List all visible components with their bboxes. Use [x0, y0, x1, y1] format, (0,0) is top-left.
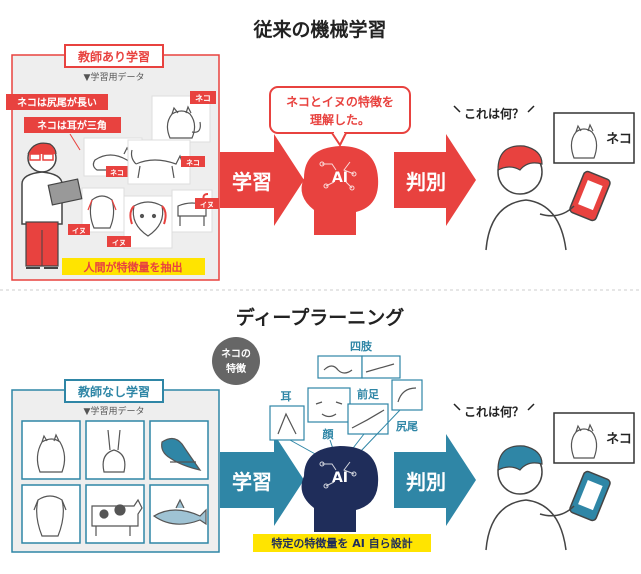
callout-ear-text: ネコは耳が三角 — [37, 119, 107, 132]
human-analyst-icon — [21, 142, 83, 269]
top-data-label: ▼学習用データ — [84, 71, 145, 83]
top-ai-label: AI — [332, 170, 348, 186]
top-learn-arrow: 学習 — [220, 134, 304, 226]
rabbit-grid-icon — [102, 429, 126, 473]
cat-card-icon-bottom — [570, 423, 598, 459]
tag-inu-3: イヌ — [200, 201, 214, 209]
limb-icon — [323, 365, 353, 374]
top-learn-label: 学習 — [232, 170, 272, 194]
top-footer-text: 人間が特徴量を抽出 — [84, 260, 183, 274]
cow-grid-icon — [91, 498, 143, 536]
ear-icon — [277, 412, 297, 435]
top-data-panel: 教師あり学習 ▼学習用データ ネコは尻尾が長い ネコは耳が三角 ネコ ネコ — [6, 44, 220, 281]
tag-inu-2: イヌ — [112, 239, 126, 247]
limb-icon-2 — [365, 363, 395, 373]
top-image-grid: ネコ ネコ ネコ イヌ — [68, 91, 219, 249]
top-question: これは何？ — [464, 106, 524, 121]
dog-grid-icon — [33, 495, 67, 537]
bottom-ai-label: AI — [332, 470, 348, 486]
cat-walking-icon — [130, 149, 184, 179]
top-speech-bubble: ネコとイヌの特徴を 理解した。 — [269, 86, 411, 147]
bottom-answer-text: ネコ — [606, 432, 632, 447]
callout-tail-text: ネコは尻尾が長い — [17, 96, 97, 109]
bottom-judge-label: 判別 — [406, 470, 446, 494]
tag-neko-2: ネコ — [110, 169, 124, 177]
cat-card-icon — [570, 123, 598, 159]
tail-icon — [397, 387, 417, 403]
feature-tiles: 四肢 耳 顔 前足 尻尾 — [269, 339, 423, 461]
bottom-data-label: ▼学習用データ — [84, 405, 145, 417]
feature-limbs-label: 四肢 — [350, 339, 373, 353]
bottom-data-panel: 教師なし学習 ▼学習用データ — [11, 379, 220, 553]
bottom-footer-highlight — [253, 534, 431, 552]
tag-neko-3: ネコ — [186, 159, 200, 167]
cat-grid-icon — [36, 433, 66, 473]
front-leg-icon — [351, 409, 385, 429]
bird-grid-icon — [161, 437, 202, 471]
shark-grid-icon — [152, 498, 207, 526]
top-speech-line1: ネコとイヌの特徴を — [286, 94, 394, 109]
callout-ear — [24, 117, 121, 133]
cat-sitting-icon — [166, 105, 201, 139]
callout-tail — [6, 94, 108, 110]
feature-front-leg-label: 前足 — [357, 387, 380, 401]
bottom-person-tablet-icon — [485, 445, 611, 551]
top-title: 従来の機械学習 — [252, 18, 386, 41]
top-ai-head-icon: AI — [301, 146, 379, 235]
top-panel-label: 教師あり学習 — [77, 49, 150, 64]
top-speech-line2: 理解した。 — [310, 112, 370, 127]
dog-sitting-icon — [87, 195, 117, 229]
cat-face-icon — [315, 401, 343, 418]
feature-ear-label: 耳 — [281, 390, 292, 403]
feature-tail-label: 尻尾 — [396, 420, 418, 433]
bottom-panel-label: 教師なし学習 — [77, 384, 150, 399]
bottom-learn-label: 学習 — [232, 470, 272, 494]
top-answer-card: ネコ — [553, 112, 635, 164]
feature-badge-line2: 特徴 — [226, 362, 247, 375]
dog-face-icon — [129, 201, 167, 237]
feature-badge-line1: ネコの — [221, 348, 251, 360]
top-answer-text: ネコ — [606, 132, 632, 147]
feature-badge: ネコの 特徴 — [212, 337, 260, 385]
top-footer-highlight — [62, 258, 205, 275]
top-person-tablet-icon — [485, 145, 611, 251]
bottom-image-grid — [21, 420, 209, 544]
bottom-ai-head-icon: AI — [301, 446, 379, 532]
bottom-judge-arrow: 判別 — [394, 434, 476, 526]
top-judge-arrow: 判別 — [394, 134, 476, 226]
bottom-footer-text: 特定の特徴量を AI 自ら設計 — [271, 536, 412, 550]
top-judge-label: 判別 — [406, 170, 446, 194]
tag-neko-1: ネコ — [195, 93, 211, 103]
bottom-title: ディープラーニング — [236, 306, 405, 329]
bottom-learn-arrow: 学習 — [220, 434, 304, 526]
bottom-question: これは何？ — [464, 404, 524, 419]
feature-face-label: 顔 — [322, 427, 335, 441]
bottom-answer-card: ネコ — [553, 412, 635, 464]
tag-inu-1: イヌ — [72, 227, 86, 235]
